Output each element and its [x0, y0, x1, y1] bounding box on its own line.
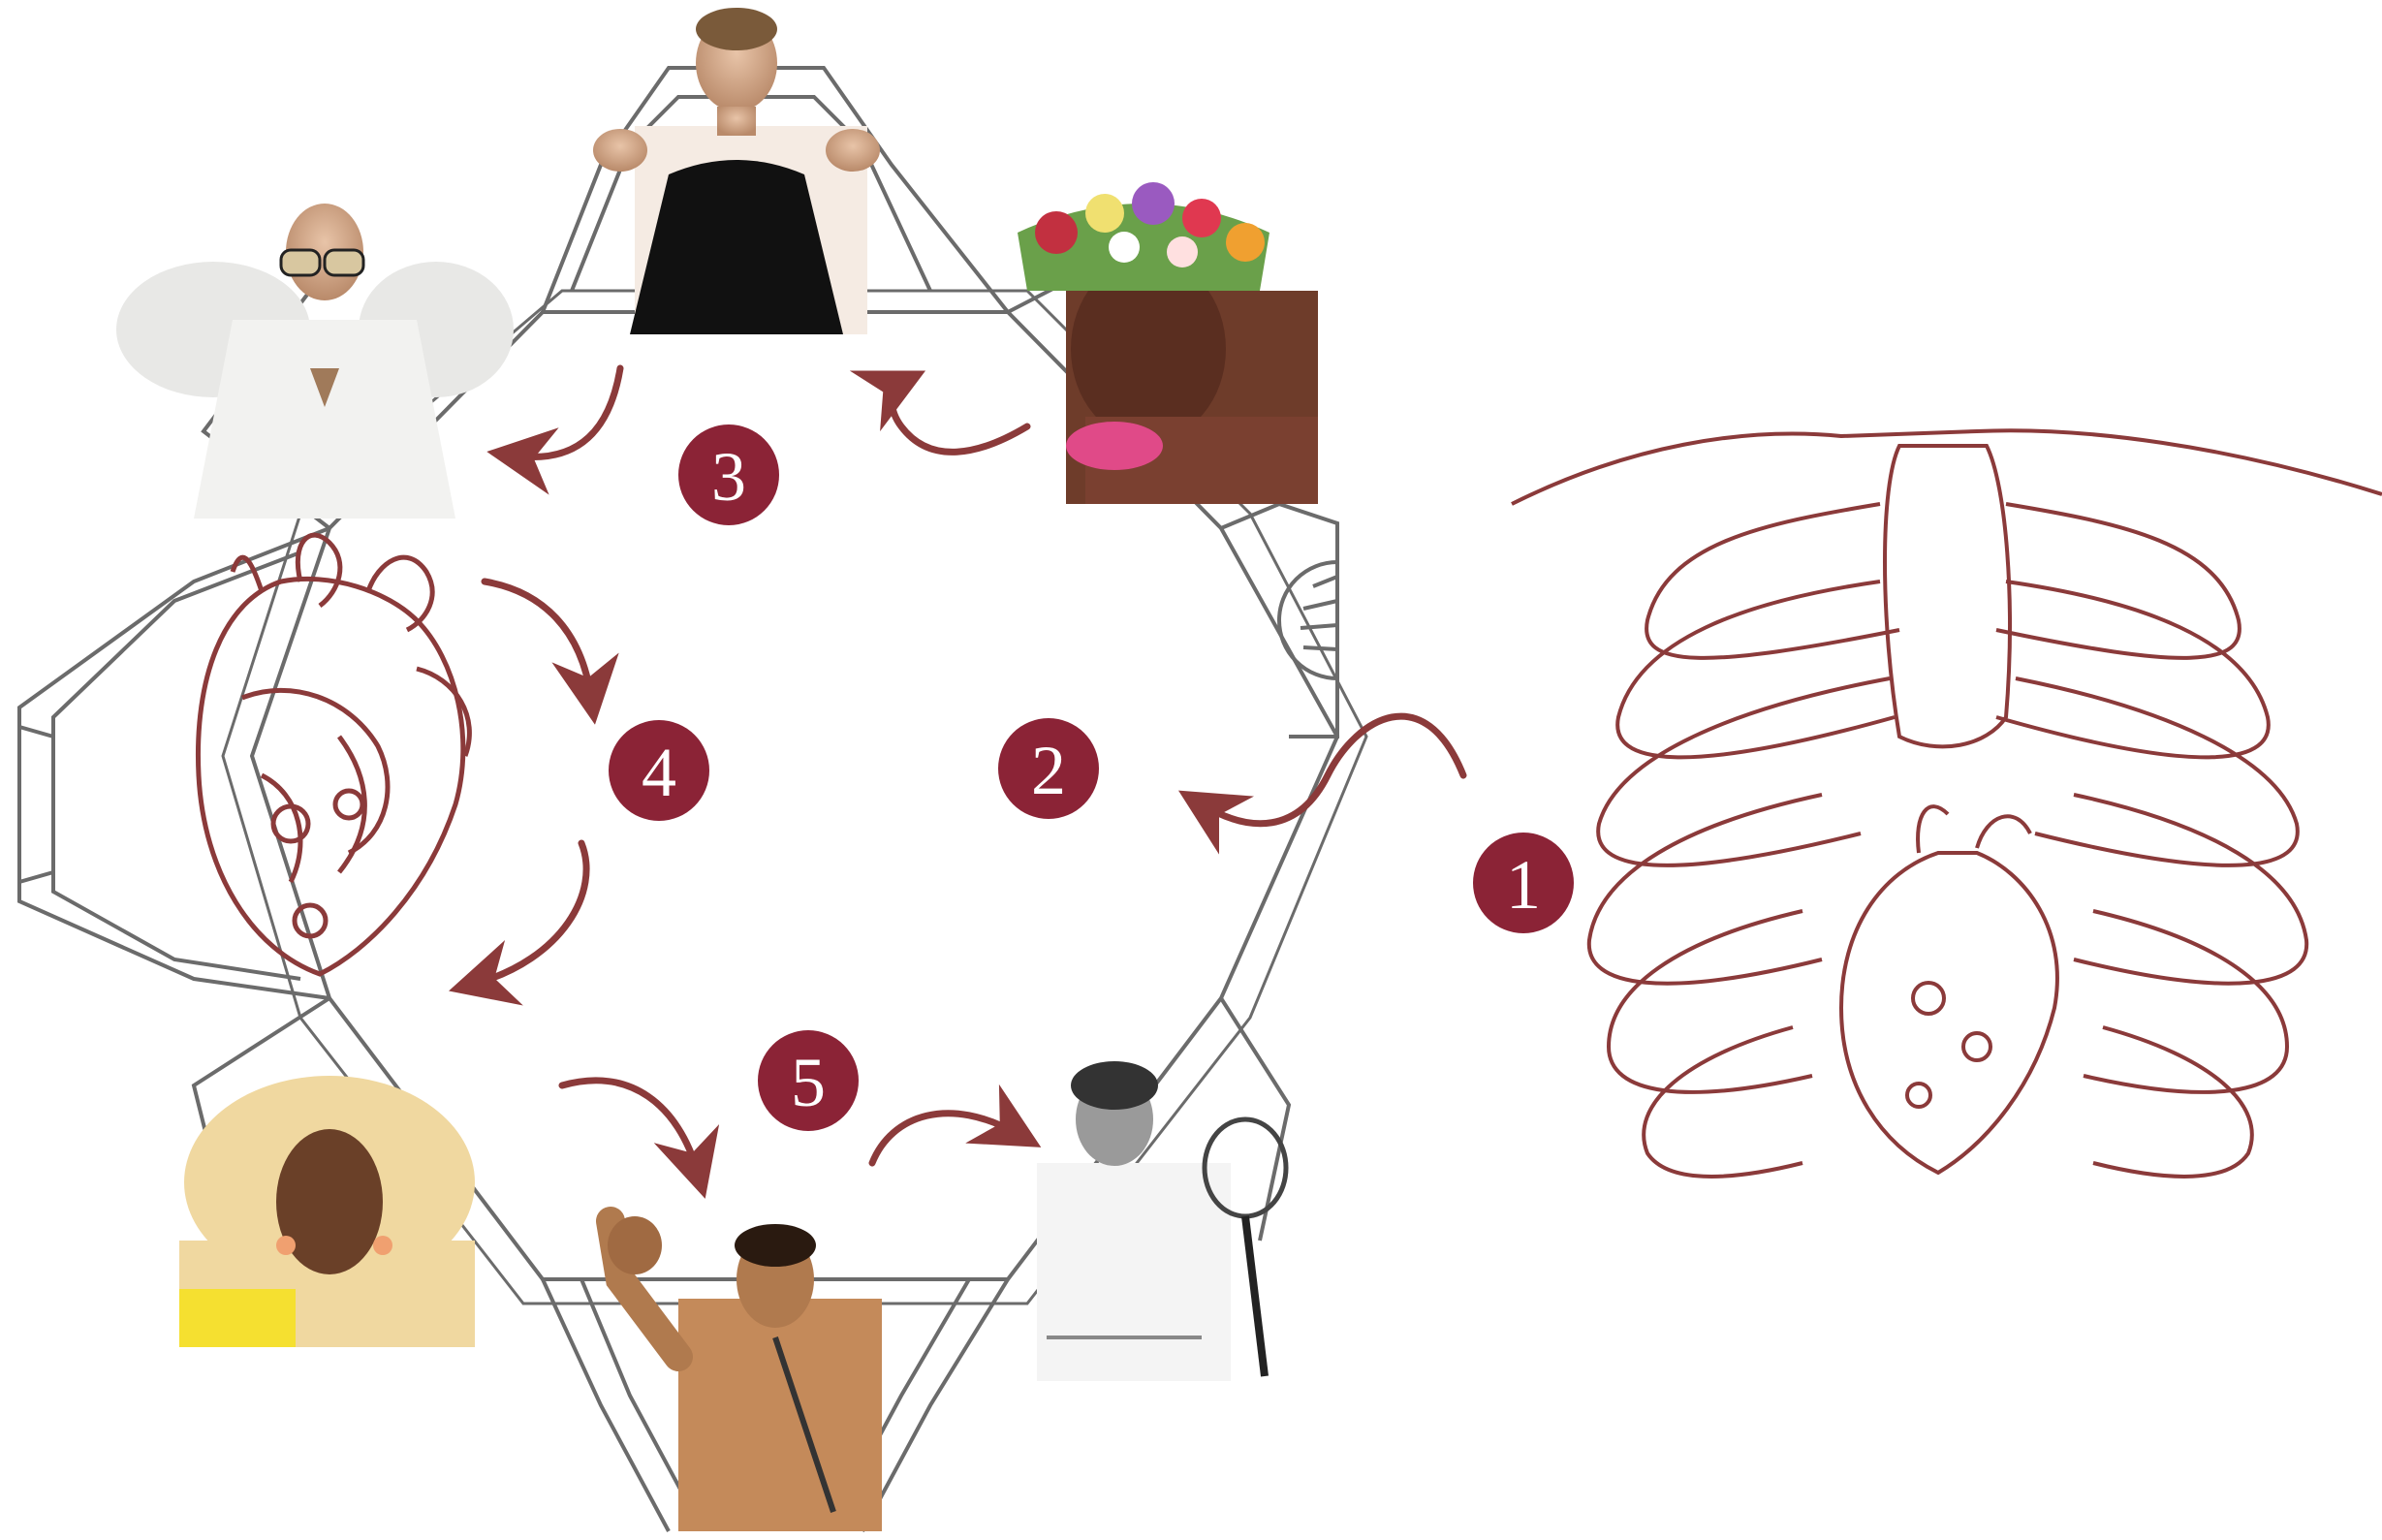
- step-marker-2: 2: [998, 718, 1099, 819]
- arrow-5-right: [872, 1114, 1018, 1163]
- arrow-5-left: [562, 1081, 698, 1173]
- portrait-top-center-black-dress: [593, 8, 880, 334]
- svg-text:1: 1: [1506, 846, 1541, 924]
- anatomical-heart-icon: [198, 535, 469, 974]
- portrait-flower-crown: [1018, 182, 1318, 504]
- step-marker-1: 1: [1473, 833, 1574, 933]
- arrow-3-to-4: [485, 581, 591, 698]
- step-marker-4: 4: [609, 720, 709, 821]
- arrow-3-top: [514, 368, 620, 457]
- ribcage-with-heart-icon: [1512, 430, 2382, 1177]
- svg-text:3: 3: [711, 438, 746, 516]
- svg-text:5: 5: [791, 1044, 826, 1121]
- svg-text:2: 2: [1031, 732, 1066, 809]
- arrow-4-down: [475, 843, 586, 984]
- portrait-raised-fist-microphone: [608, 1216, 882, 1531]
- portrait-white-feathered-suit-glasses: [116, 204, 514, 519]
- portrait-tennis-racket: [1037, 1061, 1286, 1381]
- svg-text:4: 4: [642, 734, 676, 811]
- step-marker-3: 3: [678, 424, 779, 525]
- step-marker-5: 5: [758, 1030, 859, 1131]
- arrow-1-to-2: [1202, 716, 1463, 824]
- portrait-blonde-big-hair: [179, 1076, 475, 1347]
- arrow-2-to-3: [893, 383, 1027, 452]
